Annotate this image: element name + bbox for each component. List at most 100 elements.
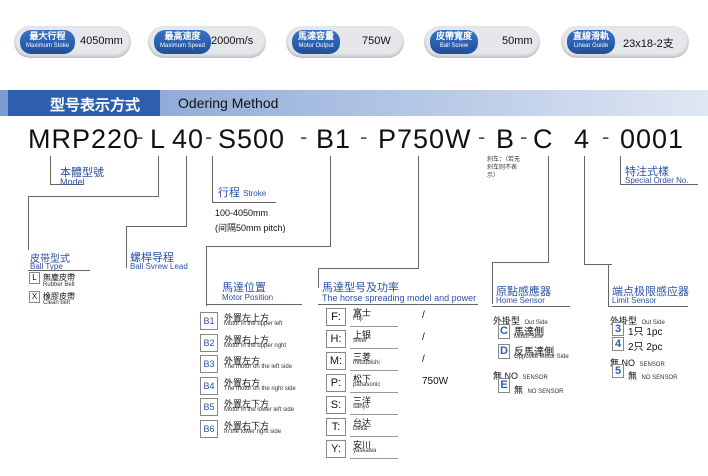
home-sensor-row-cn: 反馬達側 — [514, 347, 554, 358]
motor-position-row-cn: 外置右方 — [224, 377, 261, 388]
limit-sensor-head-cn: 外掛型 — [610, 316, 638, 326]
code-l: L — [150, 124, 167, 154]
motor-type-code: H: — [326, 330, 346, 348]
limit-sensor-no-cn: 無 NO — [610, 358, 636, 368]
motor-type-row-en: yaskawa — [353, 448, 377, 454]
motor-type-row-en: panasonic — [353, 382, 381, 388]
header-title-en: Odering Method — [178, 95, 279, 111]
connector-line — [158, 156, 159, 196]
row-divider — [350, 414, 398, 415]
limit-sensor-code-5: 5 — [612, 364, 624, 378]
motor-position-row-en: In the lower right side — [224, 428, 282, 435]
connector-line — [28, 196, 159, 197]
motor-position-row-cn: 外置左方 — [224, 356, 261, 366]
motor-position-row-en: Motor in the lower left side — [224, 407, 295, 413]
limit-sensor-five-en: NO SENSOR — [641, 375, 678, 381]
motor-type-row-en: silver — [353, 338, 368, 344]
connector-line — [50, 184, 84, 185]
limit-sensor-row: 2只 2pc — [628, 342, 663, 353]
connector-line — [126, 226, 187, 227]
brake-note: 刹车：（若无刹车则不表示） — [487, 157, 521, 179]
motor-type-code: F: — [326, 308, 346, 326]
model-label: 本體型號 — [60, 167, 104, 179]
motor-position-code: B6 — [200, 419, 218, 438]
motor-type-row-cn: 松下 — [353, 374, 372, 384]
limit-sensor-no-en: SENSOR — [639, 362, 665, 368]
connector-line — [608, 264, 609, 306]
limit-sensor-label: 端点极限感应器 — [612, 286, 689, 298]
limit-sensor-code-4: 4 — [612, 337, 624, 351]
connector-line — [492, 262, 493, 304]
home-sensor-no-en: SENSOR — [522, 375, 548, 381]
motor-type-row-cn: 台达 — [353, 418, 372, 428]
connector-line — [186, 156, 187, 226]
home-sensor-no: 無 NO SENSOR — [493, 366, 548, 384]
home-sensor-head: 外掛型 Out Side — [493, 311, 548, 329]
spec-value: 2000m/s — [211, 35, 254, 47]
code-brake: B — [496, 124, 516, 154]
motor-position-code: B2 — [200, 333, 218, 352]
home-sensor-e: 無 NO SENSOR — [514, 380, 563, 398]
spec-value: 750W — [362, 35, 391, 47]
spec-label: 馬達容量 — [298, 31, 335, 41]
home-sensor-row-en: Opposite Motor Side — [514, 354, 569, 360]
spec-value: 4050mm — [80, 35, 123, 47]
motor-type-code: P: — [326, 374, 346, 392]
connector-line — [620, 156, 621, 184]
motor-type-row-cn: 三洋 — [353, 396, 372, 406]
limit-sensor-row: 1只 1pc — [628, 327, 663, 338]
spec-motor-output: 馬達容量 Motor Output 750W — [286, 26, 404, 58]
motor-type-row-en: Delta — [353, 426, 368, 432]
connector-line — [492, 262, 549, 263]
motor-position-label-en: Motor Position — [222, 293, 274, 302]
connector-line — [620, 184, 698, 185]
spec-label-en: Maximum Stoke — [26, 43, 70, 49]
connector-line — [28, 270, 90, 271]
ball-type-row-cn: 無塵皮帶 — [43, 273, 75, 282]
header-title-cn: 型号表示方式 — [8, 90, 160, 116]
motor-type-row-cn: 上银 — [353, 330, 372, 340]
code-b1: B1 — [316, 124, 352, 154]
motor-position-label: 馬達位置 — [222, 282, 266, 294]
connector-line — [126, 226, 127, 268]
home-sensor-head-en: Out Side — [524, 320, 548, 326]
code-motor: P750W — [378, 124, 472, 154]
connector-line — [206, 304, 302, 305]
code-dash: - — [300, 124, 308, 149]
motor-type-row-value: / — [422, 310, 425, 321]
connector-line — [584, 156, 585, 264]
motor-type-code: Y: — [326, 440, 346, 458]
row-divider — [350, 348, 398, 349]
stroke-label-en: Stroke — [243, 189, 267, 198]
spec-label: 直線滑軌 — [573, 31, 610, 41]
home-sensor-row-en: Motor Side — [514, 334, 544, 340]
code-dash: - — [520, 124, 528, 149]
code-limit: 4 — [574, 124, 591, 154]
spec-label-en: Motor Output — [298, 43, 334, 49]
ball-type-row-cn: 橡膠皮帶 — [43, 292, 75, 301]
connector-line — [28, 196, 29, 250]
ball-type-row-en: Clean belt — [43, 300, 71, 306]
motor-type-code: M: — [326, 352, 346, 370]
home-sensor-code-e: E — [498, 378, 510, 393]
connector-line — [584, 264, 612, 265]
connector-line — [212, 156, 213, 202]
home-sensor-code-d: D — [498, 344, 510, 359]
limit-sensor-no: 無 NO SENSOR — [610, 353, 665, 371]
motor-position-row-en: Motor in the upper left — [224, 321, 283, 327]
motor-type-code: T: — [326, 418, 346, 436]
special-order-label: 特注式樣 — [625, 166, 669, 178]
home-sensor-e-en: NO SENSOR — [527, 389, 564, 395]
connector-line — [318, 268, 419, 269]
motor-position-code: B3 — [200, 355, 218, 373]
motor-position-row-cn: 外置左上方 — [224, 313, 270, 323]
home-sensor-label: 原點感應器 — [496, 286, 551, 298]
special-order-label-en: Special Order No. — [625, 176, 689, 185]
row-divider — [350, 458, 398, 459]
spec-label: 皮帶寬度 — [436, 31, 473, 41]
model-label-en: Model — [60, 177, 85, 187]
home-sensor-code-c: C — [498, 324, 510, 339]
row-divider — [350, 436, 398, 437]
